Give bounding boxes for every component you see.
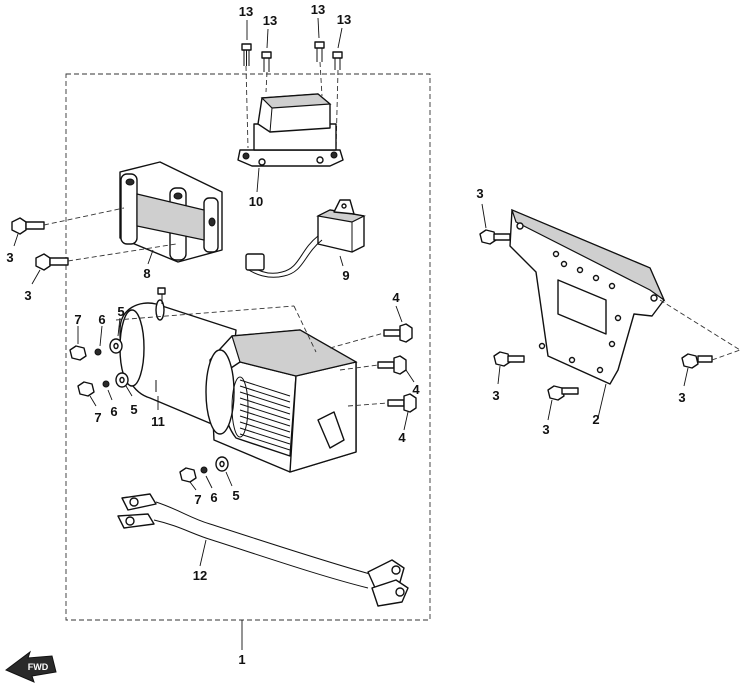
callout-4-lower: 4 — [398, 430, 406, 445]
bolt-13-d — [332, 51, 343, 70]
callout-13-a: 13 — [239, 4, 253, 19]
callout-13-d: 13 — [337, 12, 351, 27]
lockwasher-6-upper — [94, 348, 102, 356]
callout-8: 8 — [143, 266, 150, 281]
callout-13-c: 13 — [311, 2, 325, 17]
roller-fairlead-8 — [119, 161, 223, 263]
callout-3-left-upper: 3 — [6, 250, 13, 265]
washer-5-upper — [109, 338, 123, 354]
bolt-3-bracket-right — [681, 353, 713, 369]
bolt-4-upper — [383, 323, 413, 343]
nut-7-upper — [69, 345, 87, 361]
lockwasher-6-bottom — [200, 466, 208, 474]
nut-7-lower — [77, 381, 95, 397]
callout-4-middle: 4 — [412, 382, 420, 397]
callout-2: 2 — [592, 412, 599, 427]
callout-3-left-lower: 3 — [24, 288, 31, 303]
callout-11: 11 — [151, 414, 165, 429]
callout-12: 12 — [193, 568, 207, 583]
callout-10: 10 — [249, 194, 263, 209]
callout-5-bottom: 5 — [232, 488, 239, 503]
callout-9: 9 — [342, 268, 349, 283]
callout-1: 1 — [238, 652, 245, 667]
control-switch-9 — [245, 199, 366, 278]
callout-4-upper: 4 — [392, 290, 400, 305]
winch-assembly-boundary — [65, 73, 431, 621]
callout-7-lower: 7 — [94, 410, 101, 425]
callout-6-upper: 6 — [98, 312, 105, 327]
callout-13-b: 13 — [263, 13, 277, 28]
bolt-4-lower — [387, 393, 417, 413]
battery-cable-12 — [117, 493, 409, 607]
fwd-label: FWD — [28, 662, 49, 672]
fwd-arrow-icon: FWD — [5, 650, 57, 683]
nut-7-bottom — [179, 467, 197, 483]
mounting-bracket-2 — [509, 208, 666, 385]
callout-6-bottom: 6 — [210, 490, 217, 505]
bolt-13-c — [314, 41, 325, 62]
callout-7-bottom: 7 — [194, 492, 201, 507]
callout-6-lower: 6 — [110, 404, 117, 419]
callout-5-lower: 5 — [130, 402, 137, 417]
bolt-3-left-lower — [35, 253, 69, 271]
bolt-3-bracket-bottom — [547, 385, 579, 401]
bolt-3-bracket-top — [479, 229, 511, 245]
winch-drum-housing — [205, 329, 358, 473]
callout-7-upper: 7 — [74, 312, 81, 327]
callout-3-bracket-left: 3 — [492, 388, 499, 403]
bolt-13-a — [241, 43, 252, 66]
callout-3-bracket-right: 3 — [678, 390, 685, 405]
washer-5-lower — [115, 372, 129, 388]
bolt-4-middle — [377, 355, 407, 375]
washer-5-bottom — [215, 456, 229, 472]
bolt-3-left-upper — [11, 217, 45, 235]
callout-3-bracket-bottom: 3 — [542, 422, 549, 437]
callout-3-bracket-top: 3 — [476, 186, 483, 201]
lockwasher-6-lower — [102, 380, 110, 388]
relay-box-10 — [237, 93, 344, 167]
winch-cable-drum — [231, 376, 291, 451]
callout-5-upper: 5 — [117, 304, 124, 319]
bolt-13-b — [261, 51, 272, 72]
bolt-3-bracket-left — [493, 351, 525, 367]
